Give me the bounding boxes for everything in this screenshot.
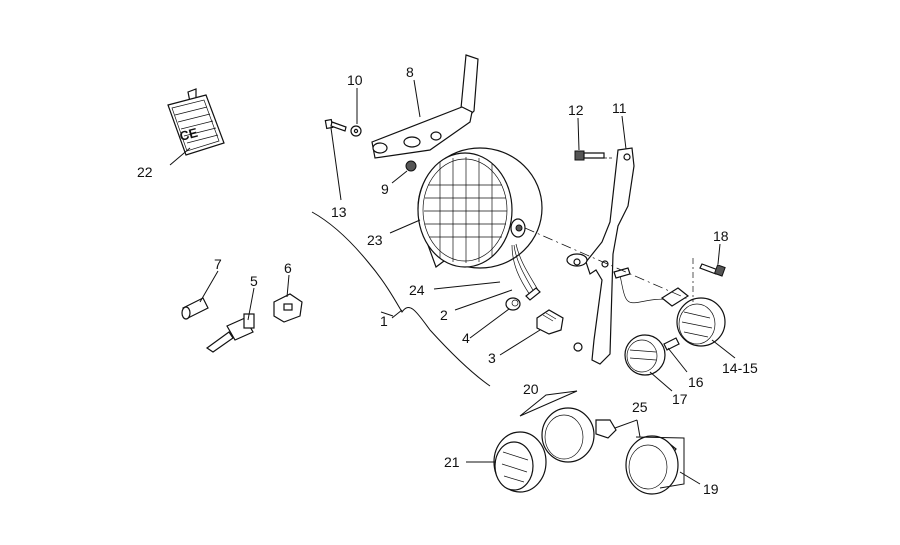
label-part-24: 24 [409,282,425,298]
label-part-20: 20 [523,381,539,397]
label-part-12: 12 [568,102,584,118]
label-part-5: 5 [250,273,258,289]
bolt-16 [663,337,680,351]
lens-17 [624,334,666,376]
washer-10 [350,125,362,137]
label-part-16: 16 [688,374,704,390]
horn-19 [625,435,679,495]
bolt-13 [324,118,347,132]
bulb-7 [181,297,209,320]
part-labels: 1 2 3 4 5 6 7 8 9 10 11 12 13 14-15 16 1… [137,64,758,497]
label-part-13: 13 [331,204,347,220]
label-part-17: 17 [672,391,688,407]
headlight-wires [511,243,539,296]
rear-reflector: CE [167,88,225,156]
label-part-25: 25 [632,399,648,415]
label-part-8: 8 [406,64,414,80]
label-part-18: 18 [713,228,729,244]
label-part-7: 7 [214,256,222,272]
ce-marking: CE [178,125,200,144]
label-part-23: 23 [367,232,383,248]
label-part-9: 9 [381,181,389,197]
bolt-12 [574,150,605,161]
leader-lines [169,79,736,489]
horn-20 [541,407,617,463]
nut-9 [405,160,417,172]
grommet-4 [505,297,521,311]
label-part-22: 22 [137,164,153,180]
headlight-bracket [371,54,479,159]
label-part-11: 11 [612,100,627,116]
bulb-holder-6 [273,293,303,323]
bolt-18 [699,263,726,277]
label-part-21: 21 [444,454,460,470]
label-part-4: 4 [462,330,470,346]
horn-cover-21 [493,431,547,493]
turn-signal [613,267,726,347]
connector-3 [536,309,564,335]
bulb-5 [205,313,255,353]
label-part-14-15: 14-15 [722,360,758,376]
turn-signal-bracket [566,147,635,365]
frame-outline [311,211,491,387]
label-part-10: 10 [347,72,363,88]
label-part-2: 2 [440,307,448,323]
label-part-3: 3 [488,350,496,366]
label-part-1: 1 [380,313,388,329]
label-part-19: 19 [703,481,719,497]
assembly-centerlines [524,157,694,302]
wire-terminals [525,287,541,301]
headlight [417,147,543,269]
label-part-6: 6 [284,260,292,276]
